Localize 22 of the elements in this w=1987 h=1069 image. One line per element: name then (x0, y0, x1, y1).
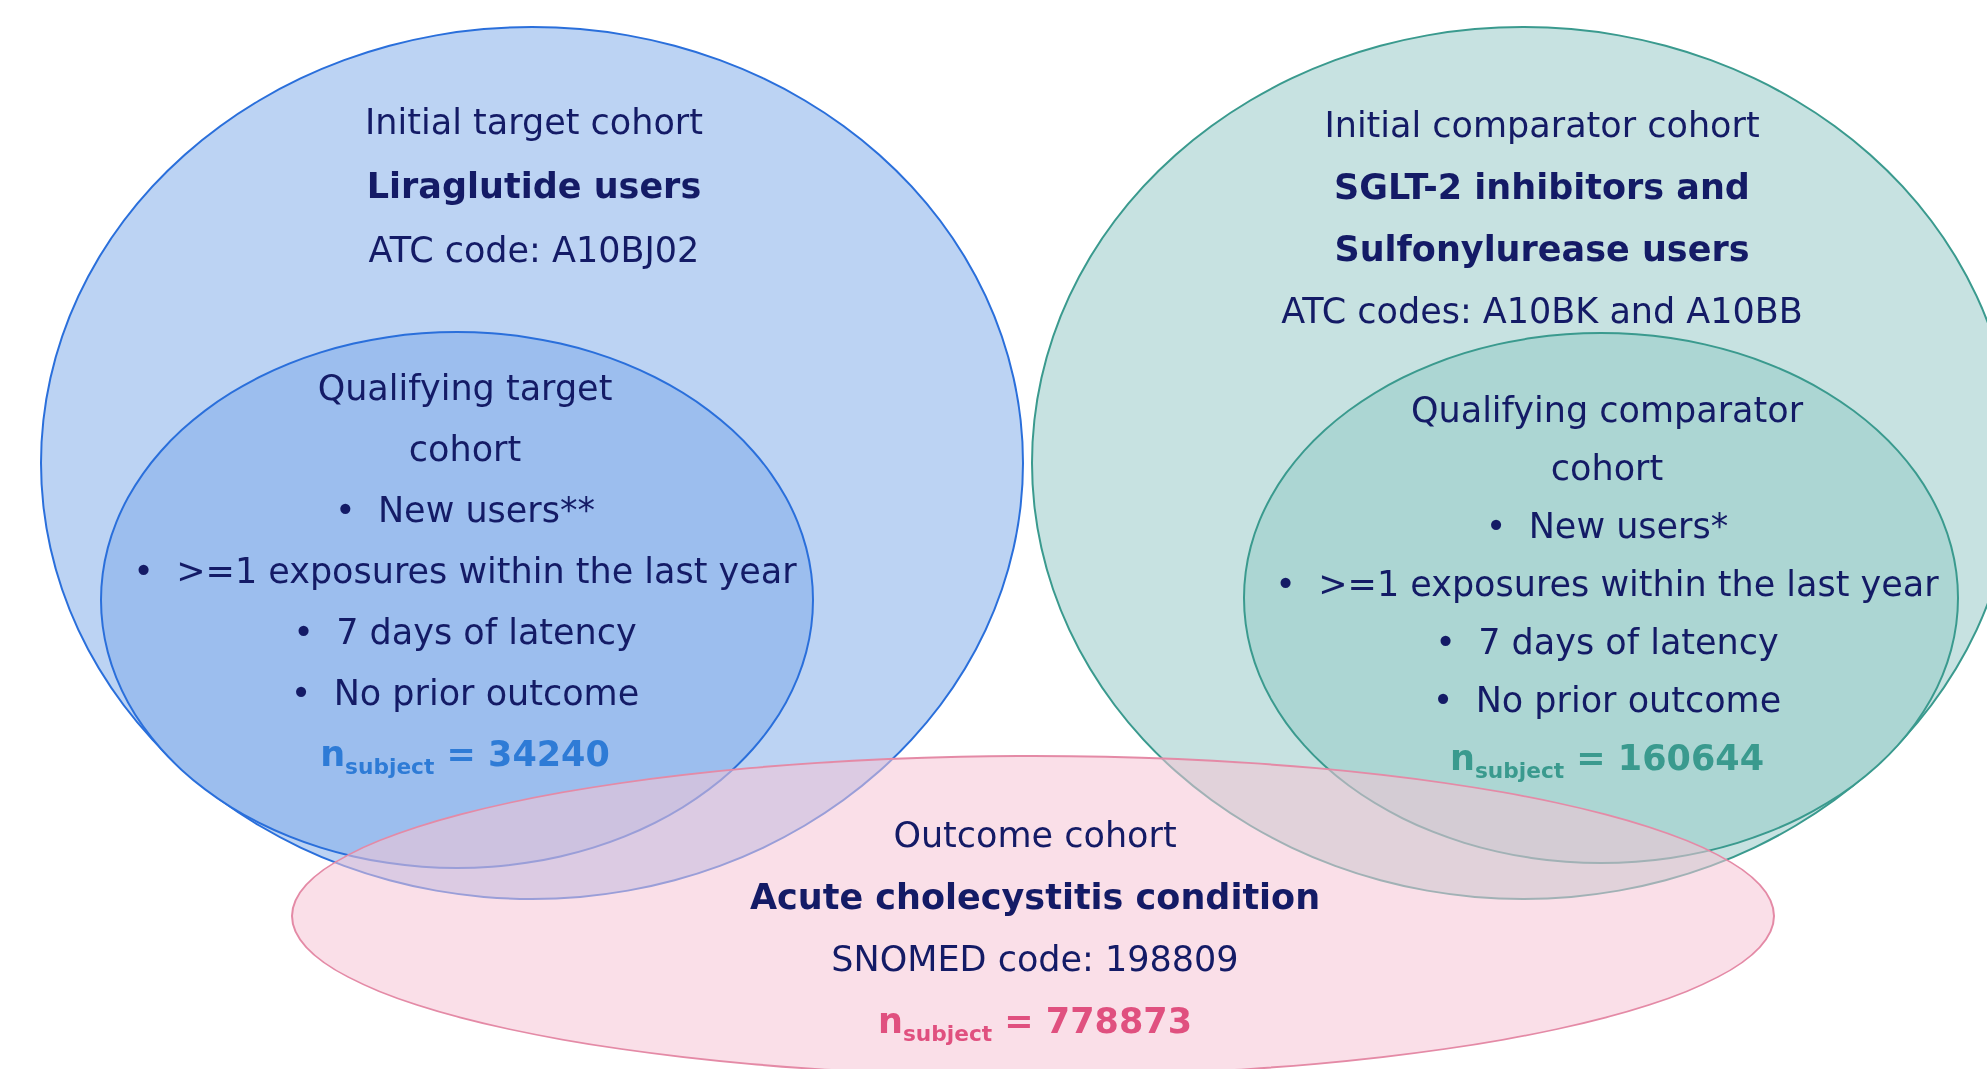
cohort-title: Qualifying target cohort (316, 367, 614, 471)
criteria-item: • >=1 exposures within the last year (1275, 563, 1939, 606)
drug-name: Liraglutide users (366, 165, 702, 208)
cohort-title: Initial comparator cohort (1324, 104, 1760, 147)
subject-count: n$_{subject}$ = 34240 (320, 733, 610, 781)
criteria-item: • New users** (335, 489, 595, 532)
code-text: SNOMED code: 198809 (831, 938, 1239, 981)
criteria-item: • New users* (1485, 505, 1729, 548)
drug-name: SGLT-2 inhibitors and Sulfonylurease users (1333, 166, 1751, 271)
cohort-title: Qualifying comparator cohort (1409, 389, 1805, 490)
cohort-title: Outcome cohort (893, 814, 1177, 857)
subject-count: n$_{subject}$ = 160644 (1450, 737, 1764, 785)
criteria-item: • No prior outcome (1432, 679, 1782, 722)
criteria-item: • No prior outcome (290, 672, 640, 715)
subject-count: n$_{subject}$ = 778873 (878, 1000, 1192, 1048)
criteria-item: • 7 days of latency (293, 611, 637, 654)
code-text: ATC codes: A10BK and A10BB (1281, 290, 1803, 333)
criteria-item: • 7 days of latency (1435, 621, 1779, 664)
criteria-item: • >=1 exposures within the last year (133, 550, 797, 593)
condition-name: Acute cholecystitis condition (749, 876, 1321, 919)
cohort-title: Initial target cohort (365, 101, 703, 144)
code-text: ATC code: A10BJ02 (368, 229, 700, 272)
